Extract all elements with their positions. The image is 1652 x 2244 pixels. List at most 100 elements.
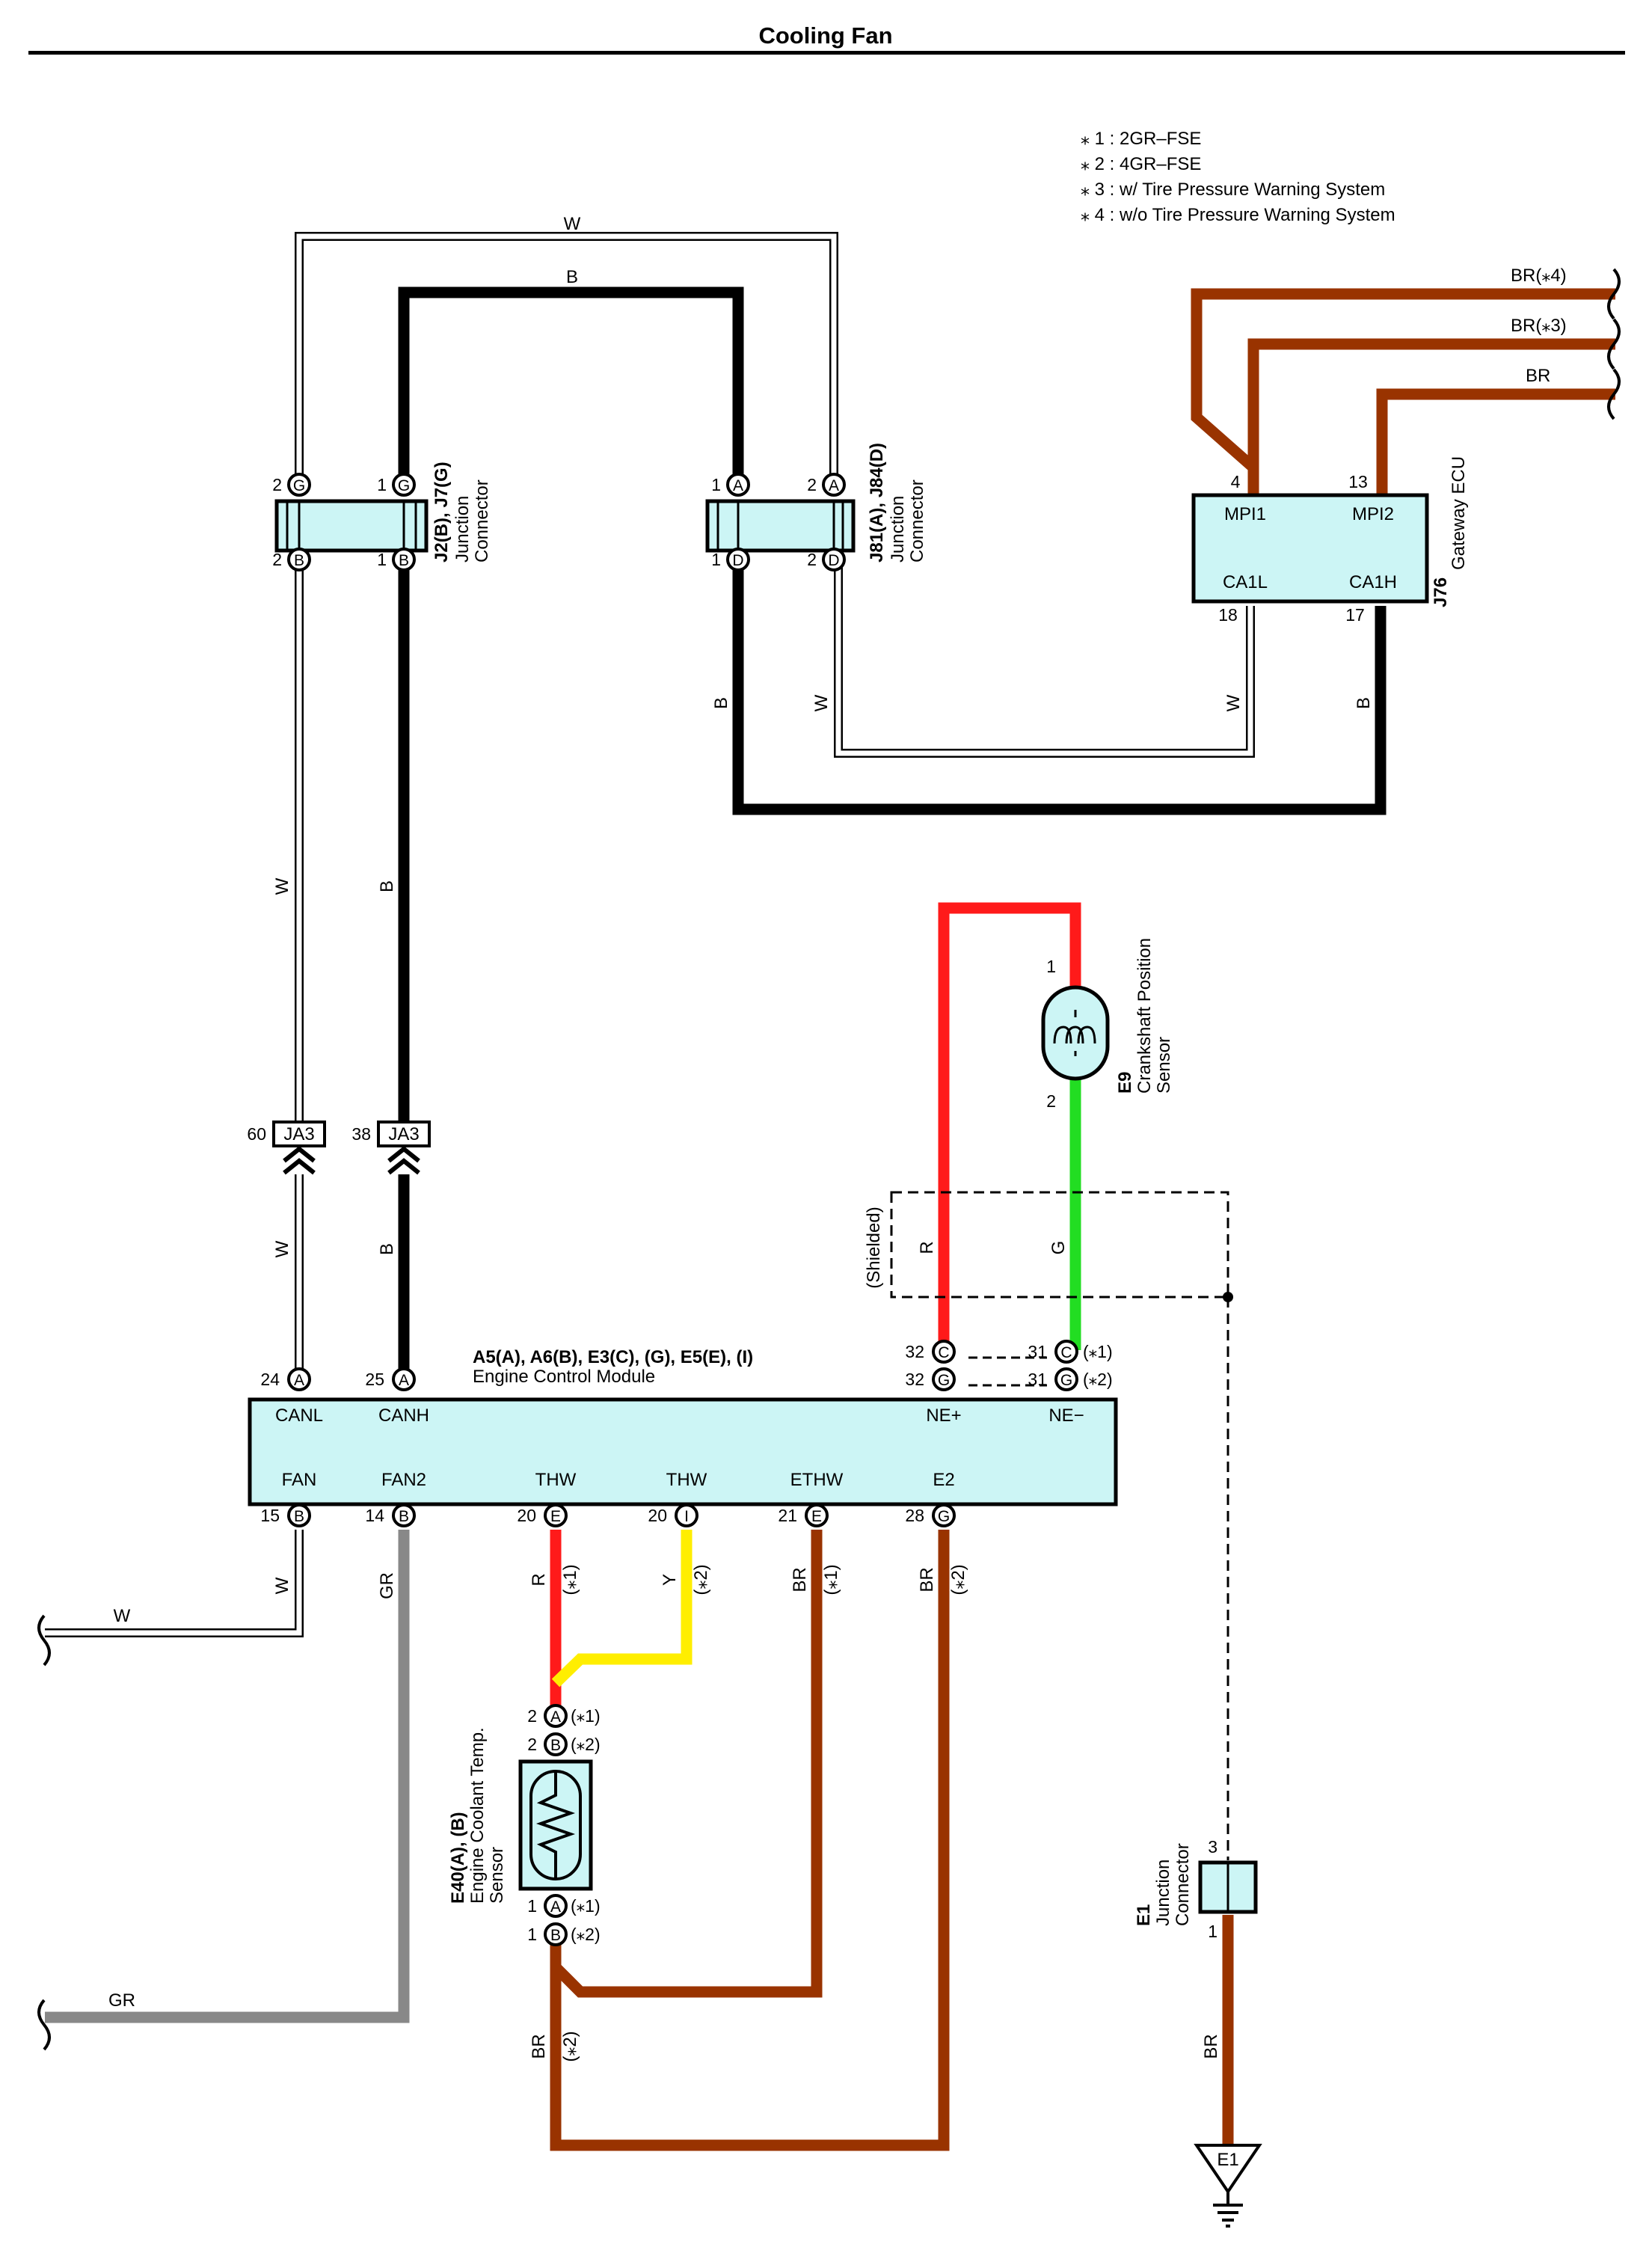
j81-name-2: Connector (907, 479, 927, 562)
pin-j81-top-2: 2 A (807, 473, 846, 497)
junction-connector-j2: 2 G 1 G 2 B 1 B J2(B), J7(G) Junction Co… (272, 462, 492, 571)
wire-label: R (917, 1241, 937, 1254)
shield-box (890, 1191, 1229, 1299)
j81-id: J81(A), J84(D) (867, 443, 887, 562)
break-mark-gr (37, 1999, 51, 2051)
note-3: ⁎ 3 : w/ Tire Pressure Warning System (1081, 180, 1385, 200)
pin-letter: C (1060, 1344, 1072, 1361)
e40-name-2: Sensor (487, 1847, 507, 1904)
ja3-connector-left: JA3 60 (247, 1121, 326, 1175)
e9-name-1: Crankshaft Position (1134, 938, 1155, 1094)
e40-id: E40(A), (B) (448, 1812, 468, 1904)
ecm-pin-ne-plus: 32 C 32 G NE+ (905, 1340, 962, 1426)
pin-number: 31 (1028, 1370, 1047, 1389)
junction-connector-j81: 1 A 2 A 1 D 2 D J81(A), J84(D) Junction … (705, 443, 927, 571)
ecm-pin-label: E2 (933, 1470, 954, 1490)
ecm-pin-ethw: ETHW 21 E (778, 1470, 844, 1527)
j2-name-2: Connector (472, 479, 492, 562)
pin-j2-top-2: 1 G (377, 473, 416, 497)
wire-note: (⁎2) (691, 1564, 711, 1595)
wire-br-ethw (551, 1530, 823, 1998)
diagram-title: Cooling Fan (758, 22, 892, 49)
ecm-pin-fan2: FAN2 14 B (365, 1470, 426, 1527)
pin-number: 1 (527, 1896, 537, 1916)
ecm-pin-label: FAN2 (381, 1470, 426, 1490)
e40-pin-bottom-a: 1 A (⁎1) (527, 1894, 601, 1918)
wire-label: B (711, 697, 731, 709)
ecm-pin-canh: 25 A CANH (365, 1367, 429, 1426)
crankshaft-position-sensor: 1 2 E9 Crankshaft Position Sensor (1041, 938, 1174, 1111)
e1-id: E1 (1134, 1904, 1154, 1926)
pin-number: 2 (272, 475, 282, 494)
pin-letter: G (938, 1508, 950, 1525)
ja3-label: JA3 (388, 1124, 419, 1144)
note-1: ⁎ 1 : 2GR–FSE (1081, 129, 1201, 149)
ecm-pin-fan: FAN 15 B (260, 1470, 316, 1527)
wire-br3 (1247, 338, 1615, 494)
pin-letter: G (293, 477, 305, 494)
pin-letter: A (829, 477, 839, 494)
gateway-pin-label: MPI1 (1224, 504, 1266, 524)
e9-name-2: Sensor (1154, 1037, 1174, 1094)
pin-letter: B (294, 552, 304, 569)
ja3-connector-right: JA3 38 (351, 1121, 431, 1175)
wire-label: B (566, 267, 578, 287)
ground-symbol: E1 (1194, 2144, 1262, 2228)
wire-b-top-loop (398, 286, 744, 486)
wire-w-fan (45, 1530, 304, 1637)
pin-j2-top-1: 2 G (272, 473, 311, 497)
pin-number: 2 (527, 1706, 537, 1726)
pin-number: 31 (1028, 1342, 1047, 1361)
pin-note: (⁎1) (1083, 1342, 1113, 1361)
gateway-id: J76 (1431, 577, 1451, 607)
pin-number: 2 (1046, 1091, 1056, 1111)
e40-pin-bottom-b: 1 B (⁎2) (527, 1922, 601, 1946)
junction-connector-e1: 3 1 E1 Junction Connector (1134, 1837, 1258, 1941)
wire-label: B (1354, 697, 1374, 709)
wire-label: B (377, 880, 397, 892)
j81-name-1: Junction (888, 496, 908, 562)
pin-number: 3 (1208, 1837, 1217, 1857)
pin-letter: D (732, 552, 743, 569)
ecm-pin-thw-i: THW 20 I (648, 1470, 707, 1527)
ecm-pin-canl: 24 A CANL (260, 1367, 323, 1426)
ecm-id: A5(A), A6(B), E3(C), (G), E5(E), (I) (473, 1347, 753, 1367)
ecm-pin-label: CANH (378, 1405, 429, 1426)
engine-coolant-temp-sensor: 2 A (⁎1) 2 B (⁎2) 1 A (⁎1) 1 B (⁎2) E40(… (448, 1704, 601, 1946)
ground-label: E1 (1217, 2150, 1238, 2170)
pin-letter: E (811, 1508, 822, 1525)
pin-number: 14 (365, 1506, 384, 1525)
gateway-name: Gateway ECU (1449, 456, 1469, 570)
pin-number: 13 (1348, 472, 1368, 491)
pin-number: 2 (272, 550, 282, 569)
pin-number: 4 (1231, 472, 1241, 491)
pin-letter: A (399, 1372, 409, 1389)
pin-number: 1 (1208, 1922, 1217, 1941)
pin-number: 2 (807, 475, 817, 494)
pin-number: 24 (260, 1370, 280, 1389)
pin-number: 32 (905, 1342, 924, 1361)
e40-name-1: Engine Coolant Temp. (467, 1727, 488, 1904)
pin-letter: G (398, 477, 410, 494)
note-4: ⁎ 4 : w/o Tire Pressure Warning System (1081, 205, 1395, 225)
engine-control-module: A5(A), A6(B), E3(C), (G), E5(E), (I) Eng… (248, 1340, 1118, 1527)
notes: ⁎ 1 : 2GR–FSE ⁎ 2 : 4GR–FSE ⁎ 3 : w/ Tir… (1081, 129, 1395, 225)
pin-letter: B (399, 552, 409, 569)
ecm-pin-label: CANL (275, 1405, 323, 1426)
wire-label: W (272, 877, 292, 895)
pin-j81-bottom-2: 2 D (807, 548, 846, 571)
pin-letter: D (828, 552, 839, 569)
pin-j2-bottom-1: 2 B (272, 548, 311, 571)
note-2: ⁎ 2 : 4GR–FSE (1081, 154, 1201, 174)
wire-label: R (529, 1573, 549, 1586)
wire-br-e2 (550, 1530, 950, 2151)
ecm-pin-label: THW (535, 1470, 577, 1490)
pin-letter: E (550, 1508, 561, 1525)
wire-label: W (1223, 694, 1244, 711)
pin-letter: C (938, 1344, 949, 1361)
wire-note: (⁎1) (560, 1564, 580, 1595)
wire-label: BR (1201, 2034, 1221, 2058)
wire-label: GR (108, 1990, 135, 2011)
wire-label: BR (1526, 366, 1550, 386)
pin-note: (⁎2) (1083, 1370, 1113, 1389)
